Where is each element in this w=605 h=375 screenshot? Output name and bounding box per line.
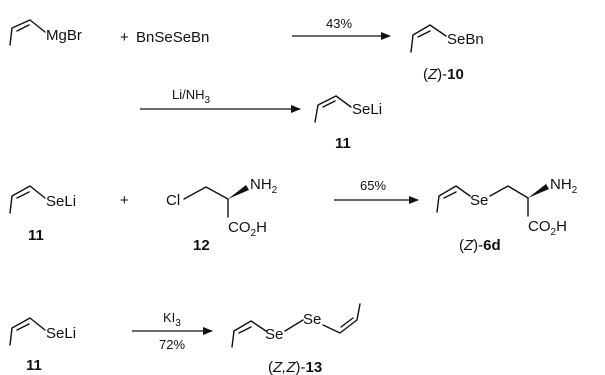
reaction-4: SeLi 11 KI3 72% Se Se (Z,Z)-13 [9, 303, 361, 375]
label-stereo: Z,Z [272, 359, 296, 375]
bond-skeleton-right [322, 303, 361, 334]
nh-sub: 2 [272, 185, 278, 196]
co-h: H [256, 219, 267, 236]
compound-number: 11 [335, 135, 351, 152]
label-paren-close: )- [473, 237, 483, 254]
yield-label: 72% [159, 337, 185, 352]
nh2-label: NH2 [250, 176, 278, 196]
product-11-a: SeLi 11 [314, 95, 382, 152]
reagent-label: KI3 [163, 310, 181, 329]
product-z-10: SeBn (Z)-10 [410, 24, 484, 83]
reagent-main: KI [163, 310, 175, 325]
bond-skeleton [9, 19, 46, 46]
arrow-3: 65% [334, 178, 419, 204]
bond-skeleton [183, 186, 229, 200]
arrow-1: 43% [292, 16, 391, 40]
double-bond-inner-left [238, 326, 252, 334]
nh-text: NH [250, 176, 272, 193]
wedge-bond [528, 184, 549, 198]
bond-skeleton [410, 24, 447, 53]
mgbr-label: MgBr [46, 27, 82, 44]
co2h-label: CO2H [528, 218, 567, 238]
double-bond-inner [322, 100, 336, 108]
label-number: 6d [483, 237, 501, 254]
yield-label: 43% [326, 16, 352, 31]
bond-skeleton-left [231, 320, 267, 348]
nh2-label: NH2 [550, 176, 578, 196]
double-bond-inner [16, 323, 30, 331]
arrow-2: Li/NH3 [140, 87, 301, 113]
nh-text: NH [550, 176, 572, 193]
conditions-label: Li/NH3 [172, 87, 211, 106]
reaction-2: Li/NH3 SeLi 11 [140, 87, 382, 152]
seli-label: SeLi [46, 325, 76, 342]
nh-sub: 2 [572, 185, 578, 196]
wedge-bond [228, 185, 249, 199]
bond-skeleton [436, 185, 471, 213]
reaction-1: MgBr + BnSeSeBn 43% SeBn (Z)-10 [9, 16, 484, 83]
diselenide-reagent: BnSeSeBn [136, 29, 209, 46]
double-bond-inner [443, 191, 457, 199]
bond-skeleton [9, 317, 46, 346]
product-zz-13: Se Se (Z,Z)-13 [231, 303, 361, 375]
label-number: 10 [447, 66, 464, 83]
compound-label-z-10: (Z)-10 [423, 66, 464, 83]
seli-label: SeLi [46, 193, 76, 210]
label-paren-close: )- [296, 359, 306, 375]
plus-sign: + [120, 29, 129, 46]
double-bond-inner-right [340, 317, 354, 328]
label-paren-open: ( [459, 237, 464, 254]
compound-number: 12 [193, 237, 210, 254]
reactant-11-b: SeLi 11 [9, 185, 76, 244]
se-label: Se [470, 192, 488, 209]
double-bond-inner [16, 24, 30, 32]
double-bond-inner [417, 30, 431, 38]
label-paren-open: ( [268, 359, 273, 375]
se-label-2: Se [303, 311, 321, 328]
reaction-3: SeLi 11 + Cl NH2 CO2H 12 65% Se NH2 CO2H [9, 176, 578, 254]
cl-label: Cl [166, 192, 180, 209]
product-z-6d: Se NH2 CO2H (Z)-6d [436, 176, 578, 254]
plus-sign: + [120, 192, 129, 209]
propenyl-grignard: MgBr [9, 19, 82, 46]
conditions-main: Li/NH [172, 87, 205, 102]
seli-label: SeLi [352, 101, 382, 118]
co-text: CO [528, 218, 551, 235]
label-number: 13 [306, 359, 323, 375]
compound-number: 11 [28, 227, 44, 244]
arrow-4: KI3 72% [132, 310, 213, 352]
chloroalanine-12: Cl NH2 CO2H 12 [166, 176, 278, 254]
label-stereo: Z [463, 237, 474, 254]
sebn-label: SeBn [447, 31, 484, 48]
co-sub: 2 [551, 227, 557, 238]
reagent-sub: 3 [175, 318, 181, 329]
double-bond-inner [16, 191, 30, 199]
se-label-1: Se [265, 326, 283, 343]
compound-label-zz-13: (Z,Z)-13 [268, 359, 322, 375]
compound-label-z-6d: (Z)-6d [459, 237, 501, 254]
label-stereo: Z [427, 66, 438, 83]
compound-number: 11 [26, 357, 42, 374]
bond-skeleton [9, 185, 46, 214]
co-sub: 2 [251, 228, 257, 239]
label-paren-close: )- [437, 66, 447, 83]
label-paren-open: ( [423, 66, 428, 83]
co2h-label: CO2H [228, 219, 267, 239]
co-h: H [556, 218, 567, 235]
bond-skeleton [314, 95, 352, 123]
yield-label: 65% [360, 178, 386, 193]
bond-chain [489, 185, 529, 199]
reactant-11-c: SeLi 11 [9, 317, 76, 374]
conditions-sub: 3 [205, 95, 211, 106]
co-text: CO [228, 219, 251, 236]
se-se-bond [284, 319, 304, 332]
